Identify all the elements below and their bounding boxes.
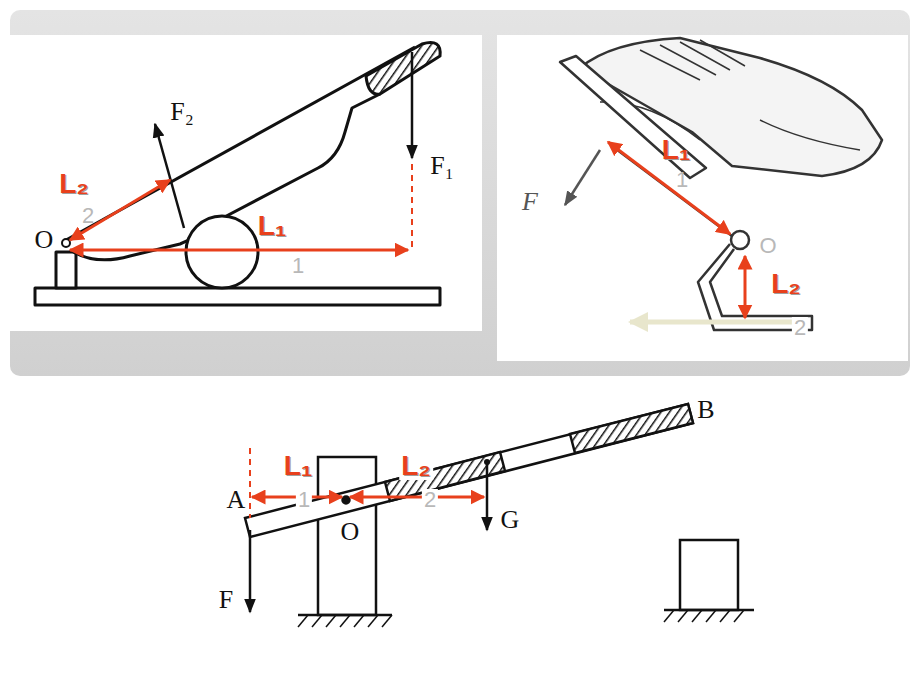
force-arrow-f bbox=[565, 150, 600, 205]
motion-arrow bbox=[630, 320, 800, 325]
arm-label: L₂ bbox=[59, 170, 89, 198]
force-arrow-f2 bbox=[155, 124, 184, 228]
pivot-label: O bbox=[35, 227, 54, 253]
plank-figure bbox=[245, 404, 754, 627]
force-label: F bbox=[522, 189, 538, 215]
wheelbarrow-figure bbox=[35, 43, 440, 306]
force-label: G bbox=[501, 507, 520, 533]
ghost-number: 1 bbox=[292, 255, 304, 277]
arm-l2 bbox=[744, 256, 747, 318]
arm-l1 bbox=[70, 249, 408, 252]
slide-frame bbox=[10, 10, 910, 376]
arm-label: L₂ bbox=[771, 270, 801, 298]
extension-line bbox=[249, 448, 251, 518]
point-label: A bbox=[225, 487, 248, 513]
ghost-number: 1 bbox=[676, 169, 688, 191]
center-of-gravity bbox=[484, 459, 490, 465]
force-label: F₂ bbox=[170, 99, 194, 125]
pedal-figure bbox=[560, 38, 882, 330]
force-arrow-f1 bbox=[411, 52, 414, 158]
arm-label: L₂ bbox=[399, 452, 433, 480]
ghost-number: 2 bbox=[82, 205, 94, 227]
pivot-label: O bbox=[339, 519, 362, 545]
force-label: F₁ bbox=[430, 153, 454, 179]
force-arrow-f bbox=[249, 530, 252, 612]
force-label: F bbox=[219, 587, 233, 613]
panel-wheelbarrow bbox=[10, 35, 482, 331]
arm-l2 bbox=[350, 496, 484, 499]
arm-label: L₁ bbox=[662, 136, 691, 164]
ghost-number: 2 bbox=[422, 489, 438, 511]
pivot-label: O bbox=[759, 235, 776, 257]
point-label: B bbox=[697, 397, 714, 423]
arm-label: L₁ bbox=[258, 212, 287, 240]
ghost-number: 2 bbox=[792, 317, 808, 339]
extension-line bbox=[411, 164, 413, 250]
arm-label: L₁ bbox=[284, 452, 313, 480]
weight-arrow-g bbox=[486, 462, 489, 530]
panel-pedal bbox=[497, 35, 908, 361]
ghost-number: 1 bbox=[296, 489, 312, 511]
